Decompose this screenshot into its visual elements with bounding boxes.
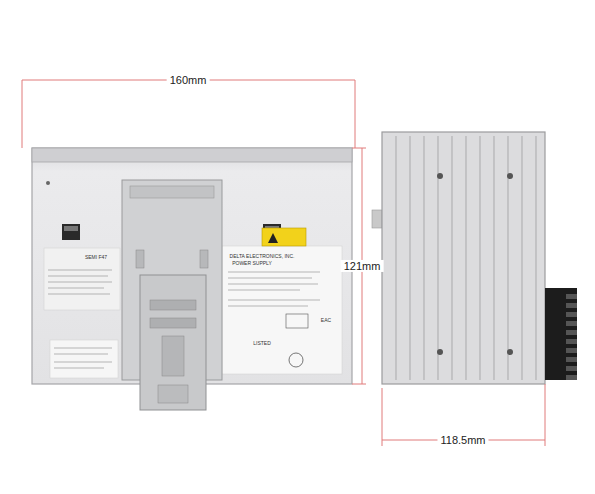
side-view [372,132,577,384]
terminal [566,357,577,362]
terminal [566,375,577,380]
label-text: LISTED [253,341,271,347]
terminal [566,321,577,326]
rib [396,136,397,380]
rib [494,136,495,380]
front-view [32,148,352,410]
rib [424,136,425,380]
terminal [566,294,577,299]
label-text: POWER SUPPLY [232,261,272,267]
label-text: SEMI F47 [85,255,107,261]
rib [452,136,453,380]
dimension-lines [22,80,545,446]
terminal [566,339,577,344]
dimension-label: 121mm [341,260,384,272]
terminal [566,366,577,371]
terminal [566,312,577,317]
label-text: EAC [321,318,331,324]
rib [438,136,439,380]
terminal [566,330,577,335]
label-text: DELTA ELECTRONICS, INC. [230,254,295,260]
rib [466,136,467,380]
terminal [566,348,577,353]
rib [508,136,509,380]
dimension-label: 160mm [167,74,210,86]
rib [410,136,411,380]
rib [536,136,537,380]
rib [480,136,481,380]
rib [522,136,523,380]
terminal [566,303,577,308]
dimension-label: 118.5mm [437,434,488,446]
